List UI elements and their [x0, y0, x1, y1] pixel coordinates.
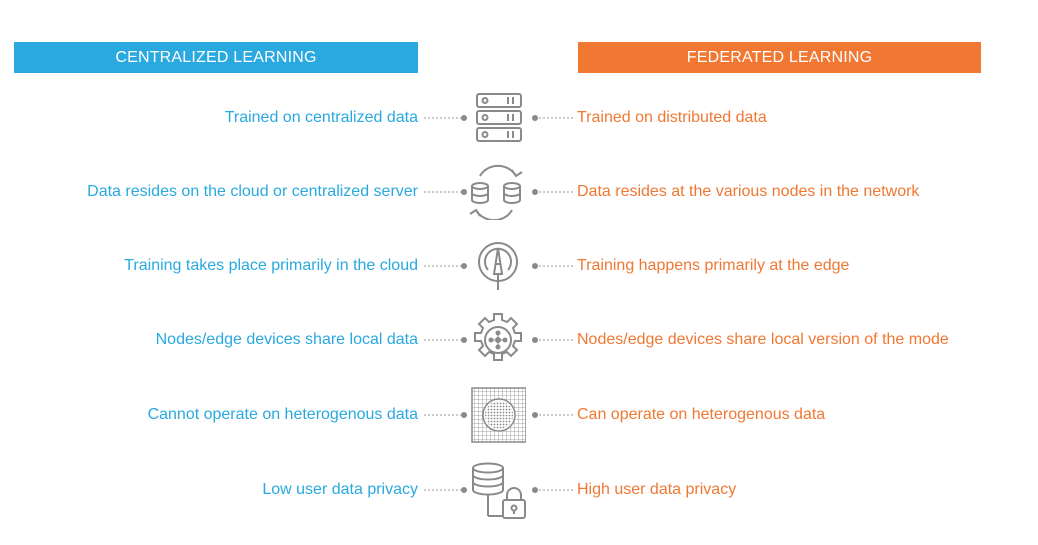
comparison-row: Cannot operate on heterogenous data Can … — [0, 385, 1038, 445]
grid-pattern-icon — [471, 387, 526, 443]
edge-pen-icon — [478, 242, 518, 290]
federated-text: High user data privacy — [577, 481, 737, 498]
right-connector — [532, 337, 575, 343]
right-connector — [532, 487, 575, 493]
federated-text: Can operate on heterogenous data — [577, 406, 826, 423]
federated-text: Data resides at the various nodes in the… — [577, 183, 920, 200]
left-connector — [424, 115, 467, 121]
centralized-text: Training takes place primarily in the cl… — [124, 257, 418, 274]
right-connector — [532, 412, 575, 418]
centralized-text: Data resides on the cloud or centralized… — [87, 183, 418, 200]
left-connector — [424, 487, 467, 493]
centralized-text: Trained on centralized data — [224, 109, 418, 126]
right-connector — [532, 115, 575, 121]
left-connector — [424, 263, 467, 269]
comparison-row: Nodes/edge devices share local data Node… — [0, 310, 1038, 370]
database-lock-icon — [472, 462, 526, 519]
server-rack-icon — [476, 93, 522, 142]
comparison-row: Low user data privacy High user data pri… — [0, 460, 1038, 520]
left-connector — [424, 189, 467, 195]
comparison-row: Trained on centralized data Trained on d… — [0, 88, 1038, 148]
federated-text: Training happens primarily at the edge — [577, 257, 850, 274]
comparison-row: Training takes place primarily in the cl… — [0, 236, 1038, 296]
header-federated-learning: FEDERATED LEARNING — [578, 42, 981, 73]
centralized-text: Low user data privacy — [262, 481, 418, 498]
federated-text: Trained on distributed data — [577, 109, 767, 126]
centralized-text: Cannot operate on heterogenous data — [147, 406, 418, 423]
left-connector — [424, 337, 467, 343]
comparison-row: Data resides on the cloud or centralized… — [0, 162, 1038, 222]
federated-text: Nodes/edge devices share local version o… — [577, 331, 949, 348]
gear-network-icon — [474, 313, 522, 361]
right-connector — [532, 263, 575, 269]
left-connector — [424, 412, 467, 418]
centralized-text: Nodes/edge devices share local data — [155, 331, 418, 348]
header-centralized-learning: CENTRALIZED LEARNING — [14, 42, 418, 73]
right-connector — [532, 189, 575, 195]
database-sync-icon — [469, 164, 523, 220]
